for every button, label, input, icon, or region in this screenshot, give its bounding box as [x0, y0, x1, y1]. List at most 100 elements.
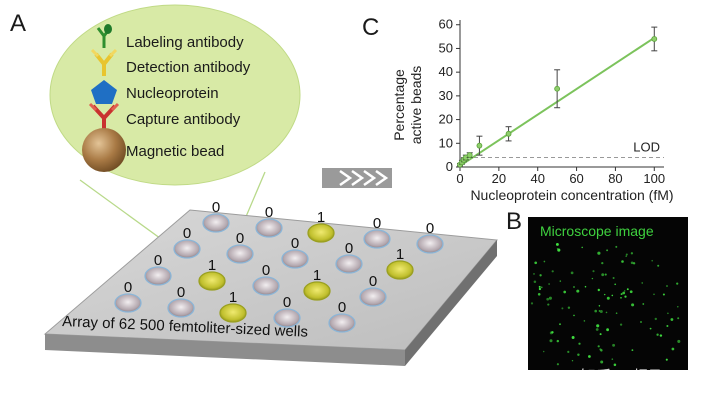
well-count-label: 0	[373, 215, 381, 232]
detection-antibody-icon	[90, 48, 118, 76]
fluorescent-spot	[534, 261, 538, 265]
fluorescent-spot	[588, 355, 591, 358]
fluorescent-spot	[584, 285, 587, 288]
fluorescent-spot	[546, 297, 550, 301]
x-tick-label: 40	[530, 171, 544, 186]
arrow-chevrons-icon	[322, 168, 392, 188]
well: 0	[144, 252, 172, 286]
fluorescent-spot	[621, 260, 624, 263]
y-tick-label: 10	[439, 135, 453, 150]
fluorescent-spot	[570, 271, 574, 275]
fluorescent-spot	[677, 317, 680, 320]
well: 0	[226, 230, 254, 264]
well-count-label: 0	[265, 204, 273, 221]
well: 0	[273, 294, 301, 328]
data-point	[651, 36, 658, 42]
fluorescent-spot	[606, 328, 610, 332]
fluorescent-spot	[547, 303, 550, 306]
fluorescent-spot	[598, 310, 601, 312]
fluorescent-spot	[613, 363, 617, 367]
chart-ylabel-line2: active beads	[408, 66, 424, 145]
fluorescent-spot	[676, 282, 679, 285]
fluorescent-spot	[677, 339, 681, 343]
fluorescent-spot	[606, 296, 610, 300]
well-count-label: 0	[262, 262, 270, 279]
fluorescent-spot	[665, 358, 668, 361]
x-tick-label: 0	[456, 171, 463, 186]
well: 0	[173, 225, 201, 259]
fluorescent-spot	[533, 280, 537, 284]
fluorescent-spot	[649, 327, 652, 330]
y-tick-label: 30	[439, 88, 453, 103]
legend-magnetic-bead: Magnetic bead	[126, 143, 224, 160]
magnetic-bead-icon	[82, 128, 126, 172]
microscope-label: Microscope image	[540, 223, 654, 239]
fluorescent-spot	[671, 347, 675, 351]
well: 0	[328, 299, 356, 333]
molecule-stack	[82, 24, 126, 172]
x-tick-label: 100	[643, 171, 665, 186]
fluorescent-spot	[567, 306, 571, 309]
data-point	[466, 152, 473, 159]
fluorescent-spot	[549, 339, 553, 343]
well-count-label: 1	[313, 267, 321, 284]
fluorescent-spot	[601, 273, 605, 277]
fluorescent-spot	[666, 324, 669, 328]
fluorescent-spot	[612, 343, 616, 347]
fluorescent-spot	[571, 336, 575, 339]
fluorescent-spot	[573, 286, 575, 288]
fluorescent-spot	[594, 309, 597, 313]
fluorescent-spot	[556, 247, 559, 250]
fluorescent-spot	[551, 331, 554, 334]
nucleoprotein-icon	[91, 80, 117, 104]
fluorescent-spot	[605, 311, 608, 314]
panel-label-b: B	[506, 208, 523, 235]
fluorescent-spot	[559, 323, 561, 326]
legend-detection-antibody: Detection antibody	[126, 59, 251, 76]
fluorescent-spot	[657, 264, 660, 267]
fluorescent-spot	[599, 309, 603, 314]
fluorescent-spot	[592, 270, 595, 273]
fluorescent-spot	[640, 321, 642, 323]
watermark-text: 知乎 @枫飞	[580, 367, 665, 386]
fluorescent-spot	[567, 350, 570, 354]
well-count-label: 0	[236, 230, 244, 247]
fluorescent-spot	[576, 289, 580, 293]
fluorescent-spot	[606, 249, 609, 252]
fluorescent-spot	[559, 280, 562, 282]
panel-label-a: A	[10, 10, 27, 37]
fluorescent-spot	[599, 348, 602, 351]
fluorescent-spot	[677, 306, 679, 308]
fluorescent-spot	[630, 261, 634, 265]
fluorescent-spot	[666, 285, 668, 287]
fluorescent-spot	[614, 283, 617, 286]
fluorescent-spot	[620, 297, 622, 299]
fluorescent-spot	[598, 305, 601, 307]
fluorescent-spot	[625, 255, 627, 257]
microscope-image	[528, 217, 688, 370]
fluorescent-spot	[630, 252, 634, 255]
fluorescent-spot	[632, 262, 636, 265]
chart-ylabel-line1: Percentage	[391, 69, 407, 141]
fluorescent-spot	[611, 358, 614, 360]
fluorescent-spot	[543, 260, 546, 263]
well: 0	[202, 199, 230, 233]
fluorescent-spot	[654, 317, 657, 321]
y-tick-label: 0	[446, 159, 453, 174]
fluorescent-spot	[600, 360, 604, 364]
fluorescent-spot	[557, 248, 561, 252]
well: 0	[335, 240, 363, 274]
chart-xlabel: Nucleoprotein concentration (fM)	[470, 187, 673, 203]
fluorescent-spot	[659, 334, 663, 337]
fluorescent-spot	[596, 324, 600, 328]
x-tick-label: 20	[492, 171, 506, 186]
fluorescent-spot	[601, 261, 604, 265]
fluorescent-spot	[597, 345, 600, 348]
fluorescent-spot	[611, 294, 614, 297]
fluorescent-spot	[571, 359, 574, 362]
fluorescent-spot	[642, 303, 645, 305]
fluorescent-spot	[670, 318, 674, 321]
fluorescent-spot	[626, 288, 629, 291]
well: 1	[386, 246, 414, 280]
fluorescent-spot	[538, 287, 542, 291]
